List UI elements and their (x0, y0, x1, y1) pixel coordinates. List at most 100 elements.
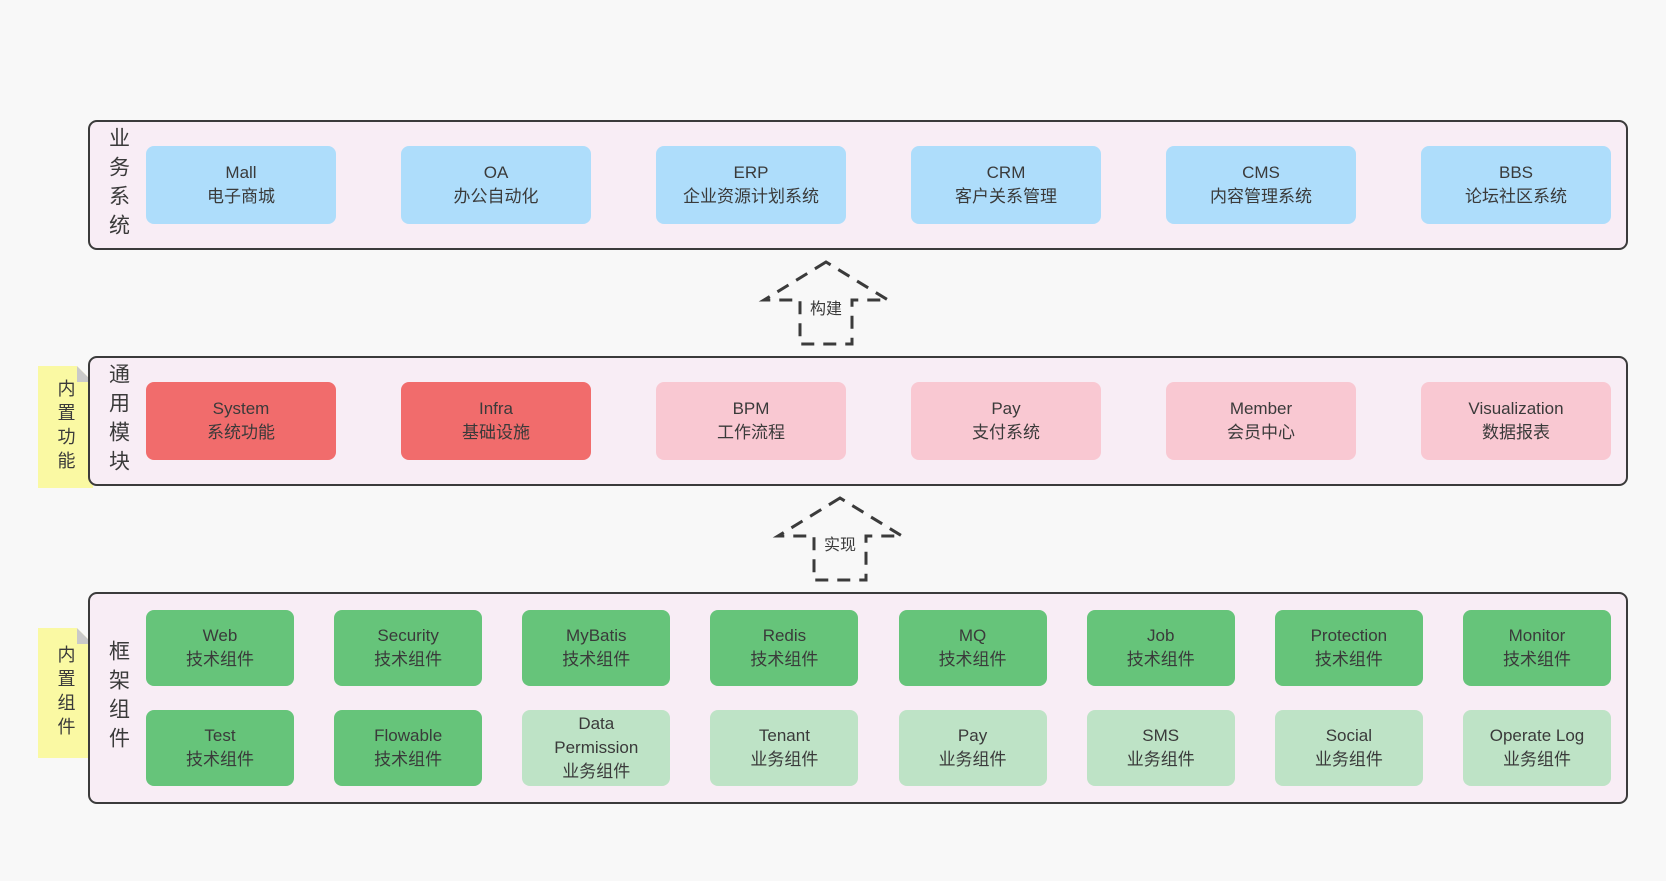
band-business-systems: 业务系统 Mall 电子商城 OA 办公自动化 ERP 企业资源计划系统 CRM… (88, 120, 1628, 250)
box-name: BBS (1498, 163, 1534, 183)
box-member: Member 会员中心 (1166, 382, 1356, 460)
box-desc: 内容管理系统 (1210, 187, 1312, 206)
box-name: System (212, 399, 270, 419)
up-arrow-icon (758, 260, 894, 346)
box-test: Test 技术组件 (146, 710, 294, 786)
box-name: Test (204, 726, 236, 746)
band-framework-components-label: 框架组件 (106, 640, 130, 756)
box-visualization: Visualization 数据报表 (1421, 382, 1611, 460)
box-desc: 基础设施 (462, 423, 530, 442)
box-oa: OA 办公自动化 (401, 146, 591, 224)
box-desc: 企业资源计划系统 (683, 187, 819, 206)
box-desc: 业务组件 (750, 750, 819, 769)
box-desc: 办公自动化 (453, 187, 539, 206)
box-name: Member (1229, 399, 1293, 419)
box-desc: 业务组件 (1126, 750, 1195, 769)
box-name: Security (377, 626, 439, 646)
sticky-note-builtin-features: 内置功能 (38, 366, 93, 488)
implement-arrow-label: 实现 (820, 530, 860, 556)
box-redis: Redis 技术组件 (710, 610, 859, 686)
box-desc: 技术组件 (938, 650, 1007, 669)
box-mq: MQ 技术组件 (898, 610, 1047, 686)
box-desc: 支付系统 (972, 423, 1040, 442)
box-desc: 业务组件 (938, 750, 1007, 769)
common-modules-boxes: System 系统功能 Infra 基础设施 BPM 工作流程 Pay 支付系统… (146, 358, 1626, 484)
box-desc: 工作流程 (717, 423, 785, 442)
box-desc: 电子商城 (207, 187, 275, 206)
box-desc: 技术组件 (374, 650, 443, 669)
box-erp: ERP 企业资源计划系统 (656, 146, 846, 224)
box-desc: 业务组件 (1314, 750, 1383, 769)
box-crm: CRM 客户关系管理 (911, 146, 1101, 224)
box-security: Security 技术组件 (334, 610, 483, 686)
box-name: Infra (478, 399, 514, 419)
box-desc: 业务组件 (562, 761, 631, 781)
box-name: MyBatis (566, 626, 627, 646)
box-name: ERP (733, 163, 769, 183)
band-label-wrap: 业务系统 (90, 122, 146, 248)
box-name: OA (483, 163, 509, 183)
box-name: Social (1325, 726, 1372, 746)
build-arrow: 构建 (756, 258, 896, 348)
sticky-note-builtin-components: 内置组件 (38, 628, 93, 758)
box-bpm: BPM 工作流程 (656, 382, 846, 460)
box-mall: Mall 电子商城 (146, 146, 336, 224)
box-name: Tenant (758, 726, 810, 746)
box-web: Web 技术组件 (146, 610, 294, 686)
box-name: Mall (225, 163, 257, 183)
band-framework-components: 框架组件 Web 技术组件 Security 技术组件 MyBatis 技术组件… (88, 592, 1628, 804)
framework-components-boxes: Web 技术组件 Security 技术组件 MyBatis 技术组件 Redi… (146, 594, 1626, 802)
box-data-permission: Data Permission 业务组件 (522, 710, 671, 786)
box-name: Visualization (1468, 399, 1564, 419)
box-desc: 技术组件 (186, 650, 254, 669)
box-desc: 会员中心 (1227, 423, 1295, 442)
box-mybatis: MyBatis 技术组件 (522, 610, 671, 686)
box-system: System 系统功能 (146, 382, 336, 460)
box-name: Protection (1310, 626, 1388, 646)
box-cms: CMS 内容管理系统 (1166, 146, 1356, 224)
sticky-note-text: 内置组件 (55, 645, 76, 741)
framework-components-row-2: Test 技术组件 Flowable 技术组件 Data Permission … (146, 710, 1611, 786)
box-name: Data Permission (554, 714, 639, 758)
box-desc: 数据报表 (1482, 423, 1550, 442)
box-pay-module: Pay 支付系统 (911, 382, 1101, 460)
band-label-wrap: 框架组件 (90, 594, 146, 802)
box-name: Pay (991, 399, 1021, 419)
band-label-wrap: 通用模块 (90, 358, 146, 484)
box-desc: 技术组件 (1314, 650, 1383, 669)
box-name: Pay (957, 726, 988, 746)
box-infra: Infra 基础设施 (401, 382, 591, 460)
box-desc: 技术组件 (1126, 650, 1195, 669)
box-name: Flowable (374, 726, 443, 746)
box-desc: 技术组件 (1502, 650, 1571, 669)
box-name: BPM (732, 399, 770, 419)
band-common-modules-label: 通用模块 (106, 363, 130, 479)
box-desc: 业务组件 (1502, 750, 1571, 769)
box-desc: 客户关系管理 (955, 187, 1057, 206)
band-common-modules: 通用模块 System 系统功能 Infra 基础设施 BPM 工作流程 Pay… (88, 356, 1628, 486)
business-systems-boxes: Mall 电子商城 OA 办公自动化 ERP 企业资源计划系统 CRM 客户关系… (146, 122, 1626, 248)
implement-arrow: 实现 (770, 494, 910, 584)
box-name: Job (1146, 626, 1175, 646)
sticky-note-text: 内置功能 (55, 379, 76, 475)
box-desc: 技术组件 (562, 650, 631, 669)
box-name: SMS (1142, 726, 1180, 746)
box-name: Operate Log (1489, 726, 1585, 746)
box-desc: 系统功能 (207, 423, 275, 442)
box-monitor: Monitor 技术组件 (1462, 610, 1611, 686)
up-arrow-icon (772, 496, 908, 582)
box-social: Social 业务组件 (1274, 710, 1423, 786)
box-desc: 技术组件 (186, 750, 254, 769)
box-bbs: BBS 论坛社区系统 (1421, 146, 1611, 224)
box-name: Redis (762, 626, 807, 646)
box-job: Job 技术组件 (1086, 610, 1235, 686)
box-name: CRM (986, 163, 1026, 183)
box-flowable: Flowable 技术组件 (334, 710, 483, 786)
box-desc: 论坛社区系统 (1465, 187, 1567, 206)
framework-components-row-1: Web 技术组件 Security 技术组件 MyBatis 技术组件 Redi… (146, 610, 1611, 686)
box-desc: 技术组件 (374, 750, 443, 769)
build-arrow-label: 构建 (806, 294, 846, 320)
box-tenant: Tenant 业务组件 (710, 710, 859, 786)
box-name: CMS (1242, 163, 1280, 183)
